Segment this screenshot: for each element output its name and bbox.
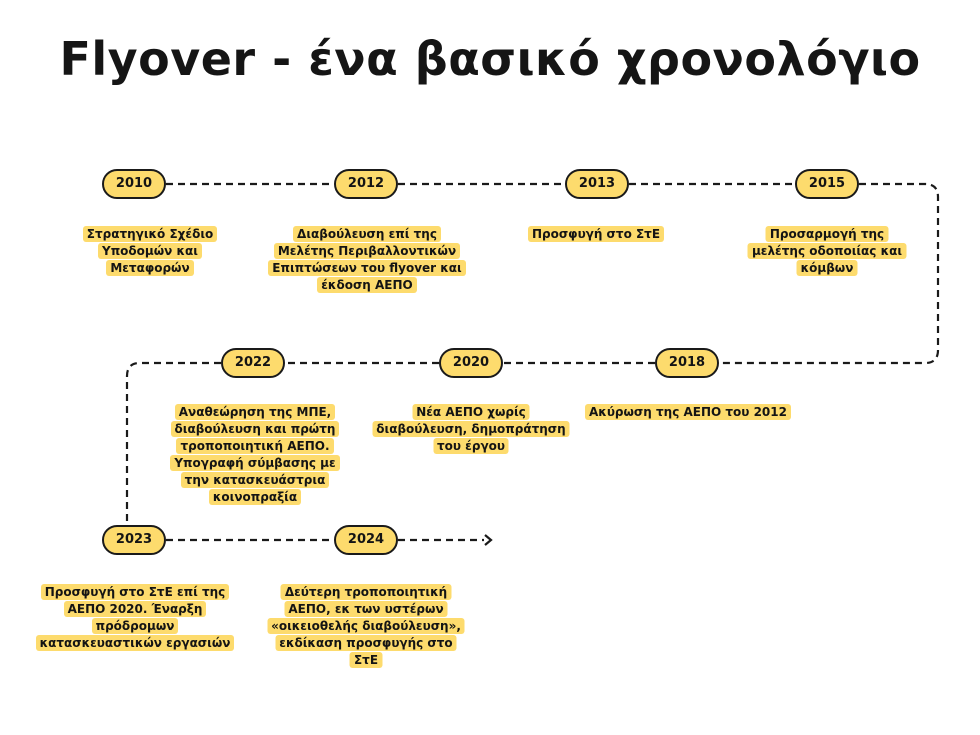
year-pill-2018: 2018: [655, 348, 719, 378]
year-pill-2013: 2013: [565, 169, 629, 199]
event-description-2020: Νέα ΑΕΠΟ χωρίς διαβούλευση, δημοπράτηση …: [369, 404, 574, 455]
event-description-2023: Προσφυγή στο ΣτΕ επί της ΑΕΠΟ 2020. Έναρ…: [35, 584, 235, 652]
year-pill-2022: 2022: [221, 348, 285, 378]
event-description-2024: Δεύτερη τροποποιητική ΑΕΠΟ, εκ των υστέρ…: [264, 584, 469, 669]
connector-2022-2023: [125, 361, 221, 526]
year-pill-2012: 2012: [334, 169, 398, 199]
year-pill-2015: 2015: [795, 169, 859, 199]
event-description-2012: Διαβούλευση επί της Μελέτης Περιβαλλοντι…: [267, 226, 467, 294]
event-description-2010: Στρατηγικό Σχέδιο Υποδομών και Μεταφορών: [65, 226, 235, 277]
year-pill-2020: 2020: [439, 348, 503, 378]
connector-2015-2018: [719, 182, 940, 365]
year-pill-2024: 2024: [334, 525, 398, 555]
event-description-2018: Ακύρωση της ΑΕΠΟ του 2012: [583, 404, 793, 421]
event-description-2013: Προσφυγή στο ΣτΕ: [521, 226, 671, 243]
year-pill-2010: 2010: [102, 169, 166, 199]
event-description-2015: Προσαρμογή της μελέτης οδοποιίας και κόμ…: [740, 226, 915, 277]
year-pill-2023: 2023: [102, 525, 166, 555]
page-title: Flyover - ένα βασικό χρονολόγιο: [59, 32, 921, 86]
event-description-2022: Αναθεώρηση της ΜΠΕ, διαβούλευση και πρώτ…: [160, 404, 350, 506]
arrow-head-icon: [484, 534, 493, 546]
